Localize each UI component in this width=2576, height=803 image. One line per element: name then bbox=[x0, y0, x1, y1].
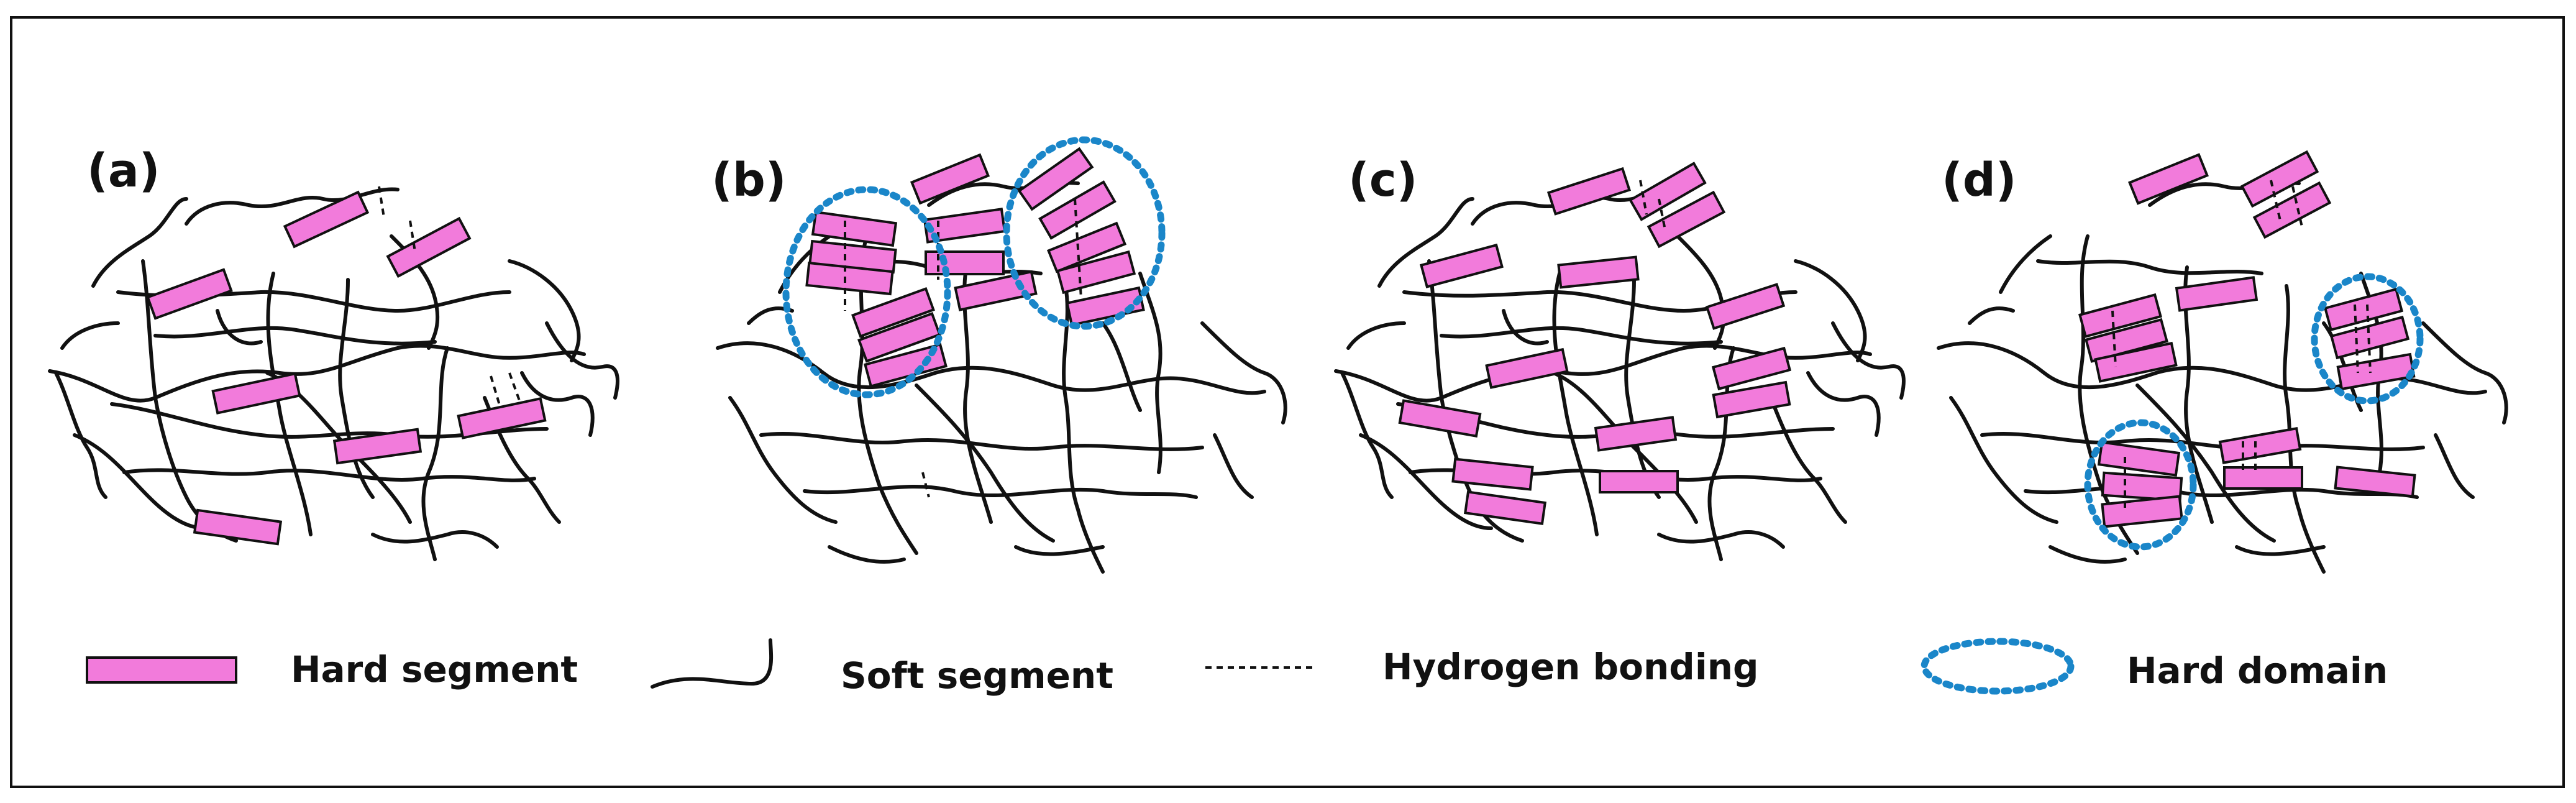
hard-segment bbox=[2240, 150, 2319, 208]
legend-hard-domain-label: Hard domain bbox=[2127, 649, 2388, 692]
panel-b: (b) bbox=[711, 136, 1286, 572]
hard-segment bbox=[1628, 162, 1707, 221]
hard-segments-c bbox=[1398, 162, 1792, 525]
hard-segment bbox=[193, 508, 283, 546]
hydrogen-bonds-a bbox=[378, 186, 522, 408]
hard-segment bbox=[211, 372, 301, 415]
hard-segment bbox=[2101, 495, 2183, 528]
hard-segment bbox=[2097, 441, 2181, 477]
hydrogen-bonds-d bbox=[2111, 180, 2372, 513]
hard-segment bbox=[386, 216, 472, 278]
hard-segment bbox=[1463, 490, 1547, 525]
hard-segment bbox=[1594, 416, 1678, 452]
hydrogen-bonds-c bbox=[1639, 180, 1666, 231]
legend: Hard segment Soft segment Hydrogen bondi… bbox=[86, 638, 2388, 697]
legend-hard-segment-swatch bbox=[86, 656, 237, 684]
hard-segment bbox=[283, 190, 370, 249]
legend-item-soft-segment: Soft segment bbox=[651, 638, 1113, 697]
hard-segment bbox=[923, 208, 1007, 244]
hard-segment bbox=[1056, 250, 1136, 295]
hard-segment bbox=[1398, 399, 1482, 438]
hard-segment bbox=[2094, 341, 2178, 383]
hard-segment bbox=[910, 153, 990, 205]
hard-domains-b bbox=[782, 136, 1166, 398]
hard-segment bbox=[2175, 276, 2259, 312]
figure-frame bbox=[10, 16, 2565, 788]
panel-d: (d) bbox=[1939, 150, 2506, 572]
hard-segment bbox=[2252, 181, 2332, 239]
legend-hard-domain-swatch bbox=[1921, 638, 2075, 695]
legend-soft-segment-label: Soft segment bbox=[841, 654, 1113, 697]
hard-segment bbox=[2128, 153, 2209, 205]
hard-segment bbox=[1451, 457, 1534, 491]
legend-item-hard-segment: Hard segment bbox=[86, 648, 578, 691]
hard-segment bbox=[2329, 315, 2410, 360]
hard-segment bbox=[1599, 470, 1679, 493]
hard-domain bbox=[782, 186, 951, 398]
hard-domains-d bbox=[2084, 273, 2424, 551]
hard-segment bbox=[457, 397, 547, 439]
hard-segment bbox=[2101, 471, 2183, 502]
legend-hydrogen-bonding-label: Hydrogen bonding bbox=[1382, 646, 1759, 688]
panel-label-a: (a) bbox=[87, 144, 160, 198]
legend-item-hydrogen-bonding: Hydrogen bonding bbox=[1205, 646, 1759, 688]
panel-label-d: (d) bbox=[1942, 154, 2017, 207]
hard-segments-b bbox=[805, 147, 1145, 388]
panel-label-b: (b) bbox=[711, 154, 787, 207]
hard-segment bbox=[1485, 347, 1569, 389]
hard-segment bbox=[2223, 466, 2303, 490]
panel-a: (a) bbox=[50, 144, 618, 559]
hard-segment bbox=[1647, 190, 1726, 249]
hard-segment bbox=[332, 428, 422, 465]
hard-segment bbox=[146, 268, 233, 320]
hard-segment bbox=[1046, 221, 1127, 273]
hard-segment bbox=[2334, 466, 2416, 498]
hard-segment bbox=[811, 210, 898, 247]
hard-segment bbox=[1017, 147, 1094, 211]
hard-segment bbox=[851, 287, 935, 338]
hard-segments-a bbox=[146, 190, 547, 546]
hard-segment bbox=[1546, 167, 1631, 216]
hard-domain bbox=[2084, 419, 2197, 551]
hard-segment bbox=[805, 261, 894, 296]
hard-domain bbox=[1003, 136, 1166, 330]
hard-segment bbox=[1705, 283, 1786, 330]
hard-domain bbox=[2311, 273, 2424, 405]
hard-segment bbox=[2218, 427, 2302, 464]
hard-segment bbox=[1711, 346, 1792, 391]
hard-segment bbox=[2323, 287, 2404, 332]
panel-c: (c) bbox=[1336, 154, 1904, 559]
legend-hard-segment-label: Hard segment bbox=[291, 648, 578, 691]
hard-segment bbox=[1420, 243, 1504, 288]
hard-segment bbox=[1038, 180, 1117, 240]
hard-segment bbox=[2078, 293, 2162, 338]
panel-label-c: (c) bbox=[1348, 154, 1418, 207]
hard-segment bbox=[1557, 255, 1640, 289]
hard-segment bbox=[1712, 380, 1791, 419]
legend-soft-segment-swatch bbox=[651, 638, 774, 689]
hydrogen-bonds-b bbox=[844, 198, 1082, 498]
legend-item-hard-domain: Hard domain bbox=[1921, 638, 2388, 695]
hard-segments-d bbox=[2078, 150, 2416, 528]
hard-segment bbox=[857, 311, 941, 363]
